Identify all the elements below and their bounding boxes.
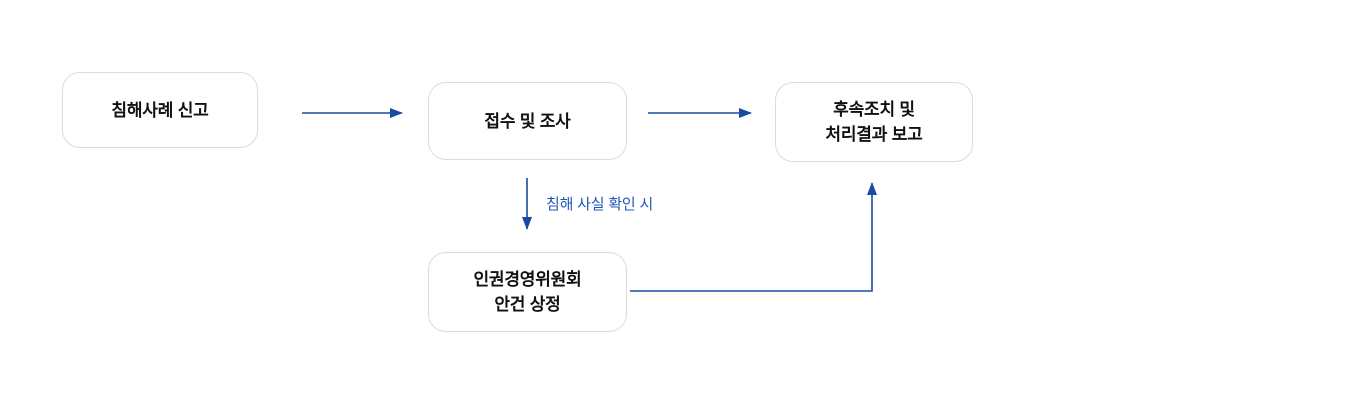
edge-condition-label: 침해 사실 확인 시 xyxy=(546,196,654,213)
node-receive: 접수 및 조사 xyxy=(428,82,627,160)
node-committee-label-line2: 안건 상정 xyxy=(494,295,561,314)
node-report: 침해사례 신고 xyxy=(62,72,258,148)
node-followup-label-line1: 후속조치 및 xyxy=(833,100,915,119)
node-report-label: 침해사례 신고 xyxy=(111,100,209,120)
node-receive-label: 접수 및 조사 xyxy=(484,111,571,131)
arrow-committee-to-followup xyxy=(630,182,877,292)
node-committee: 인권경영위원회 안건 상정 xyxy=(428,252,627,332)
node-committee-label-line1: 인권경영위원회 xyxy=(473,270,582,289)
node-followup-label-line2: 처리결과 보고 xyxy=(825,125,923,144)
node-followup: 후속조치 및 처리결과 보고 xyxy=(775,82,973,162)
